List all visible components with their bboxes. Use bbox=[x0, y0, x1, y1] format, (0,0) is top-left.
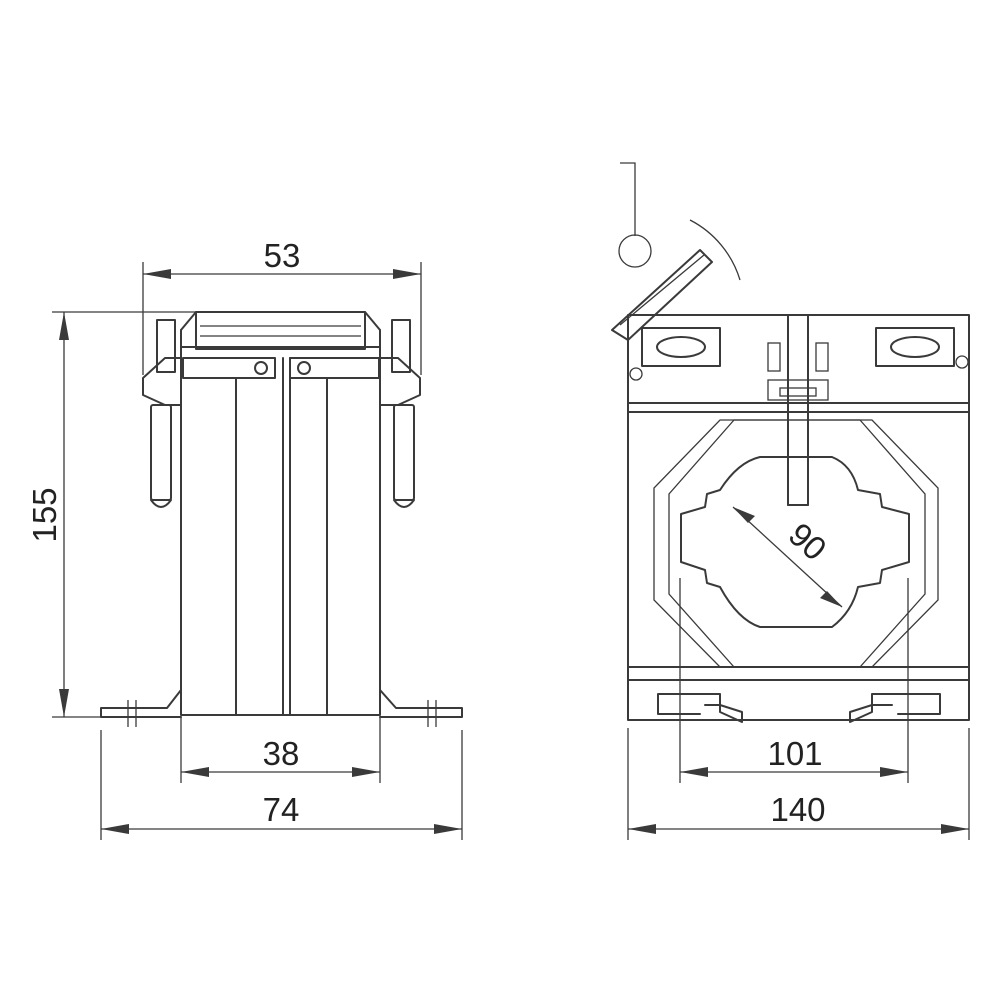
window-opening bbox=[680, 456, 910, 628]
octagon-outer bbox=[653, 419, 939, 668]
terminal-screw-right bbox=[297, 361, 311, 375]
dim-front-overall: 74 bbox=[100, 730, 463, 840]
hinge-cover bbox=[611, 162, 741, 341]
dim-label-top-width: 53 bbox=[264, 237, 301, 274]
mounting-feet bbox=[100, 689, 463, 727]
dim-label-body-width: 38 bbox=[263, 735, 300, 772]
dim-front-height: 155 bbox=[26, 311, 196, 718]
left-clip bbox=[142, 319, 182, 508]
dim-label-overall-width: 74 bbox=[263, 791, 300, 828]
front-top-cap bbox=[195, 311, 366, 350]
side-body bbox=[627, 314, 970, 721]
dim-window: 90 bbox=[732, 506, 843, 608]
dim-front-top: 53 bbox=[142, 237, 422, 375]
latch bbox=[767, 314, 829, 506]
dim-label-side-overall-width: 140 bbox=[770, 791, 825, 828]
side-view: 90 101 140 bbox=[611, 162, 970, 840]
dim-label-mount-spacing: 101 bbox=[767, 735, 822, 772]
dim-side-overall: 140 bbox=[627, 728, 970, 840]
terminal-plate-right bbox=[289, 357, 380, 379]
terminal-screw-left bbox=[254, 361, 268, 375]
right-clip bbox=[379, 319, 421, 508]
dim-front-body: 38 bbox=[180, 717, 381, 783]
din-rail-slots bbox=[657, 693, 941, 723]
terminal-plate-left bbox=[182, 357, 276, 379]
latch-rod bbox=[787, 314, 809, 506]
dim-mount-spacing: 101 bbox=[679, 578, 909, 783]
front-view: 53 155 38 74 bbox=[26, 237, 463, 840]
hinge-pivot-icon bbox=[618, 234, 652, 268]
front-body bbox=[180, 346, 381, 716]
octagon-inner bbox=[668, 419, 926, 668]
rating-labels bbox=[629, 327, 969, 381]
dim-label-height: 155 bbox=[26, 487, 63, 542]
